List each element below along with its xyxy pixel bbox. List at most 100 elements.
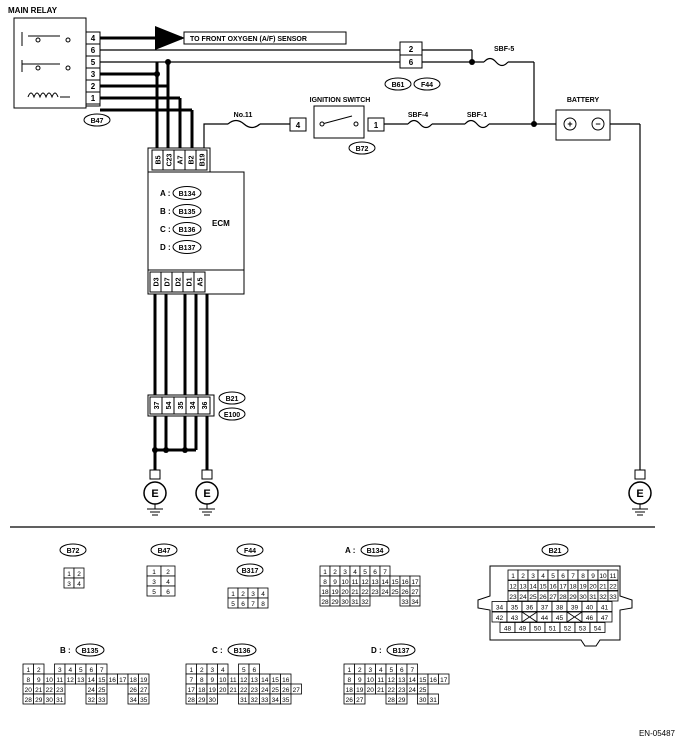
- grid-cell-label: 20: [219, 687, 227, 694]
- grid-cell-label: 43: [511, 615, 519, 622]
- grid-cell-label: 19: [356, 687, 364, 694]
- grid-cell-label: 31: [351, 599, 359, 606]
- grid-cell-label: 30: [579, 594, 587, 601]
- relay-pin-4: 4: [91, 34, 96, 43]
- grid-cell: [438, 673, 450, 685]
- e100-badge: [218, 407, 246, 421]
- grid-cell-label: 3: [67, 581, 71, 588]
- ignition-wires: [203, 119, 641, 470]
- b21-badge: [218, 391, 246, 405]
- ecm-conn-b-code: B135: [179, 209, 196, 216]
- grid-cell-label: 4: [68, 667, 72, 674]
- grid-cell-label: 21: [377, 687, 385, 694]
- grid-cell-label: 18: [569, 584, 577, 591]
- pin-label: B19: [200, 153, 207, 166]
- main-relay-box: [13, 17, 87, 109]
- grid-cell-label: 15: [391, 579, 399, 586]
- grid-cell: [354, 693, 366, 705]
- grid-cell-label: 5: [389, 667, 393, 674]
- grid-cell-label: 6: [252, 667, 256, 674]
- grid-cell: [596, 601, 613, 612]
- grid-cell: [607, 580, 619, 591]
- grid-cell-label: 7: [189, 677, 193, 684]
- grid-cell-label: 4: [166, 579, 170, 586]
- pin-cell: [193, 271, 206, 293]
- view-b136-title: B136: [234, 648, 251, 655]
- grid-cell-label: 28: [25, 697, 33, 704]
- relay-pin-5: 5: [91, 58, 96, 67]
- grid-cell-label: 26: [346, 697, 354, 704]
- grid-cell-label: 8: [581, 573, 585, 580]
- blocked-cell: [521, 611, 538, 623]
- ground-label-3: E: [636, 488, 643, 500]
- grid-cell-label: 35: [282, 697, 290, 704]
- grid-cell-label: 2: [358, 667, 362, 674]
- grid-cell-label: 23: [509, 594, 517, 601]
- grid-cell-label: 19: [579, 584, 587, 591]
- grid-cell-label: 4: [353, 569, 357, 576]
- grid-cell-label: 3: [58, 667, 62, 674]
- grid-cell-label: 7: [251, 601, 255, 608]
- grid-cell-label: 14: [88, 677, 96, 684]
- relay-wires: [100, 26, 400, 148]
- grid-cell-label: 26: [539, 594, 547, 601]
- grid-cell-label: 13: [371, 579, 379, 586]
- b72-badge: [348, 141, 376, 155]
- battery-minus: −: [595, 119, 600, 129]
- grid-cell-label: 2: [241, 591, 245, 598]
- view-b21-title: B21: [549, 548, 562, 555]
- grid-cell-label: 37: [541, 605, 549, 612]
- ground-symbol-1: E: [143, 469, 167, 516]
- ignition-switch: 4 1: [289, 105, 385, 139]
- grid-cell-label: 39: [571, 605, 579, 612]
- grid-cell-label: 26: [401, 589, 409, 596]
- grid-cell-label: 10: [599, 573, 607, 580]
- ecm-conn-d-code: B137: [179, 245, 196, 252]
- grid-cell-label: 50: [534, 626, 542, 633]
- grid-cell-label: 31: [240, 697, 248, 704]
- grid-cell-label: 44: [541, 615, 549, 622]
- grid-cell-label: 10: [46, 677, 54, 684]
- grid-cell: [607, 569, 619, 581]
- e100-badge-label: E100: [224, 412, 240, 419]
- grid-cell-label: 9: [210, 677, 214, 684]
- grid-cell-label: 14: [381, 579, 389, 586]
- view-b47-badge: [150, 543, 178, 557]
- grid-cell-label: 1: [323, 569, 327, 576]
- grid-cell-label: 27: [549, 594, 557, 601]
- pin-label: D1: [187, 277, 194, 286]
- ecm-conn-a-code: B134: [179, 191, 196, 198]
- grid-cell-label: 1: [152, 569, 156, 576]
- grid-cell-label: 26: [130, 687, 138, 694]
- ground-label-1: E: [151, 488, 158, 500]
- mid-pin-2: 2: [409, 45, 414, 54]
- grid-cell-label: 40: [586, 605, 594, 612]
- grid-cell-label: 1: [26, 667, 30, 674]
- ecm-label: ECM: [212, 219, 230, 228]
- grid-cell-label: 17: [559, 584, 567, 591]
- grid-cell-label: 29: [35, 697, 43, 704]
- pin-label: A7: [178, 155, 185, 164]
- grid-cell: [138, 693, 150, 705]
- view-b134-title: B134: [367, 548, 384, 555]
- grid-cell: [359, 595, 371, 607]
- grid-cell-label: 23: [371, 589, 379, 596]
- grid-cell-label: 34: [272, 697, 280, 704]
- grid-cell-label: 23: [251, 687, 259, 694]
- grid-cell-label: 32: [599, 594, 607, 601]
- b47-badge-label: B47: [91, 118, 104, 125]
- battery-plus: +: [567, 119, 572, 129]
- grid-cell: [96, 693, 108, 705]
- ecm-connector-list: A : B134 B : B135 C : B136 D : B137: [160, 186, 202, 254]
- grid-cell-label: 27: [356, 697, 364, 704]
- grid-cell-label: 3: [210, 667, 214, 674]
- junction-dot: [182, 447, 188, 453]
- grid-cell-label: 27: [293, 687, 301, 694]
- grid-cell-label: 11: [610, 573, 617, 580]
- grid-cell-label: 25: [391, 589, 399, 596]
- grid-cell-label: 22: [388, 687, 396, 694]
- grid-cell-label: 32: [251, 697, 259, 704]
